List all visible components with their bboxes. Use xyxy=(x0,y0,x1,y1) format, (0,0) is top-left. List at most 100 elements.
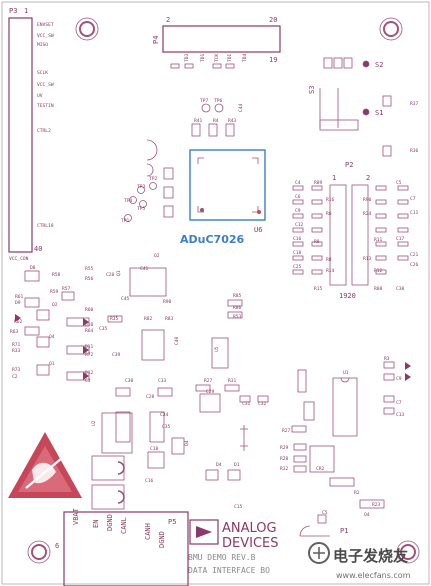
right-lower-components xyxy=(291,361,395,537)
header-p3: P3 1 40 ENVSET VCC_SW MISO SCLK VCC_SW U… xyxy=(8,7,54,262)
part-label: R41 xyxy=(194,118,203,124)
part-label: R60 xyxy=(85,307,94,313)
esd-warning-icon xyxy=(8,432,82,498)
part-label: R2 xyxy=(354,490,360,496)
part-label: C3 xyxy=(85,378,91,384)
diode-label: D12 xyxy=(85,370,94,376)
part-label: C35 xyxy=(99,326,108,332)
p3-pin-label: TESTIN xyxy=(37,103,54,109)
p5-pin-label: VBAT xyxy=(72,507,80,525)
brand-line1: ANALOG xyxy=(222,521,277,536)
part-label: R8 xyxy=(314,239,320,245)
p3-pin-label: VCC_SW xyxy=(37,82,54,88)
part-label: C13 xyxy=(396,412,405,418)
p4-pin-label: TD1 xyxy=(200,53,206,62)
part-label: R82 xyxy=(144,316,153,322)
part-label: C29 xyxy=(206,389,215,395)
analog-devices-logo: ANALOG DEVICES xyxy=(189,519,279,551)
chip-u6-label: U6 xyxy=(254,226,262,234)
part-label: R24 xyxy=(363,211,372,217)
part-label: R14 xyxy=(326,268,335,274)
part-label: R16 xyxy=(326,197,335,203)
part-label: TP2 xyxy=(149,176,158,182)
part-label: C34 xyxy=(160,412,169,418)
watermark: 电子发烧友 www.elecfans.com xyxy=(308,542,411,580)
part-label: C32 xyxy=(258,401,267,407)
part-label: R56 xyxy=(85,276,94,282)
part-label: C6 xyxy=(295,194,301,200)
p3-pin1: 1 xyxy=(24,7,28,15)
header-p5: VBAT EN DGND CANL CANH DGND P5 6 xyxy=(55,507,189,586)
p3-pin-label: MISO xyxy=(37,42,48,48)
part-label: R64 xyxy=(85,328,94,334)
part-label: R3 xyxy=(384,356,390,362)
switch-s3-label: S3 xyxy=(308,86,316,94)
p3-pin-label: UV xyxy=(37,93,43,99)
p3-pin-label: VCC_SW xyxy=(37,33,54,39)
part-label: R32 xyxy=(280,466,289,472)
part-label: R61 xyxy=(15,294,24,300)
switch-s2-label: S2 xyxy=(375,61,383,69)
chip-u5-label: U5 xyxy=(214,346,220,352)
part-label: C21 xyxy=(410,252,419,258)
p5-pin-label: EN xyxy=(92,520,100,528)
part-label: TP3 xyxy=(137,184,146,190)
part-label: R6 xyxy=(326,211,332,217)
p3-pin-label: CTRL18 xyxy=(37,223,54,229)
part-label: TP1 xyxy=(121,218,130,224)
part-label: C30 xyxy=(396,286,405,292)
p4-pin20: 20 xyxy=(269,16,277,24)
p3-label: P3 xyxy=(9,7,17,15)
switch-s1-label: S1 xyxy=(375,109,383,117)
part-label: R28 xyxy=(280,456,289,462)
part-label: Q1 xyxy=(116,270,122,276)
part-label: C33 xyxy=(158,378,167,384)
part-label: Q4 xyxy=(49,334,55,340)
part-label: R37 xyxy=(410,101,419,107)
p2-pin2: 2 xyxy=(366,174,370,182)
part-label: C16 xyxy=(145,478,154,484)
part-label: R88 xyxy=(374,286,383,292)
part-label: R71 xyxy=(12,342,21,348)
part-label: C45 xyxy=(121,296,130,302)
p4-label: P4 xyxy=(152,36,160,44)
demo-line1: BMU DEMO REV.B xyxy=(188,553,256,562)
part-label: R43 xyxy=(228,118,237,124)
p4-pin-label: TD3 xyxy=(184,53,190,62)
part-label: C9 xyxy=(295,208,301,214)
demo-line2: DATA INTERFACE BO xyxy=(188,566,270,575)
part-label: TP7 xyxy=(200,98,209,104)
part-label: Q4 xyxy=(364,512,370,518)
diode-arrows xyxy=(15,314,411,381)
p4-pin2: 2 xyxy=(166,16,170,24)
part-label: C18 xyxy=(293,250,302,256)
part-label: Q2 xyxy=(52,302,58,308)
brand-line2: DEVICES xyxy=(222,536,279,551)
part-label: C12 xyxy=(295,222,304,228)
part-label: R57 xyxy=(62,286,71,292)
p5-label: P5 xyxy=(168,518,176,526)
watermark-text: 电子发烧友 xyxy=(333,547,408,565)
part-label: C11 xyxy=(410,210,419,216)
part-label: C26 xyxy=(410,262,419,268)
part-label: TP4 xyxy=(124,198,133,204)
p5-pin-label: DGND xyxy=(158,531,166,548)
part-label: C9 xyxy=(396,376,402,382)
part-label: R15 xyxy=(314,286,323,292)
part-label: R53 xyxy=(233,314,242,320)
part-label: R72 xyxy=(85,352,94,358)
p5-pin-label: DGND xyxy=(106,514,114,531)
p3-bottom-label: VCC_CON xyxy=(9,256,29,262)
part-label: R27 xyxy=(204,378,213,384)
part-label: TP5 xyxy=(137,206,146,212)
part-label: R89 xyxy=(314,180,323,186)
part-label: R31 xyxy=(228,378,237,384)
part-label: R58 xyxy=(52,272,61,278)
p5-pin-label: CANL xyxy=(120,517,128,534)
p5-pin6: 6 xyxy=(55,542,59,550)
part-label: C5 xyxy=(396,180,402,186)
lower-left-connectors xyxy=(91,412,133,510)
diode-label: D10 xyxy=(85,322,94,328)
switch-area xyxy=(319,57,392,157)
